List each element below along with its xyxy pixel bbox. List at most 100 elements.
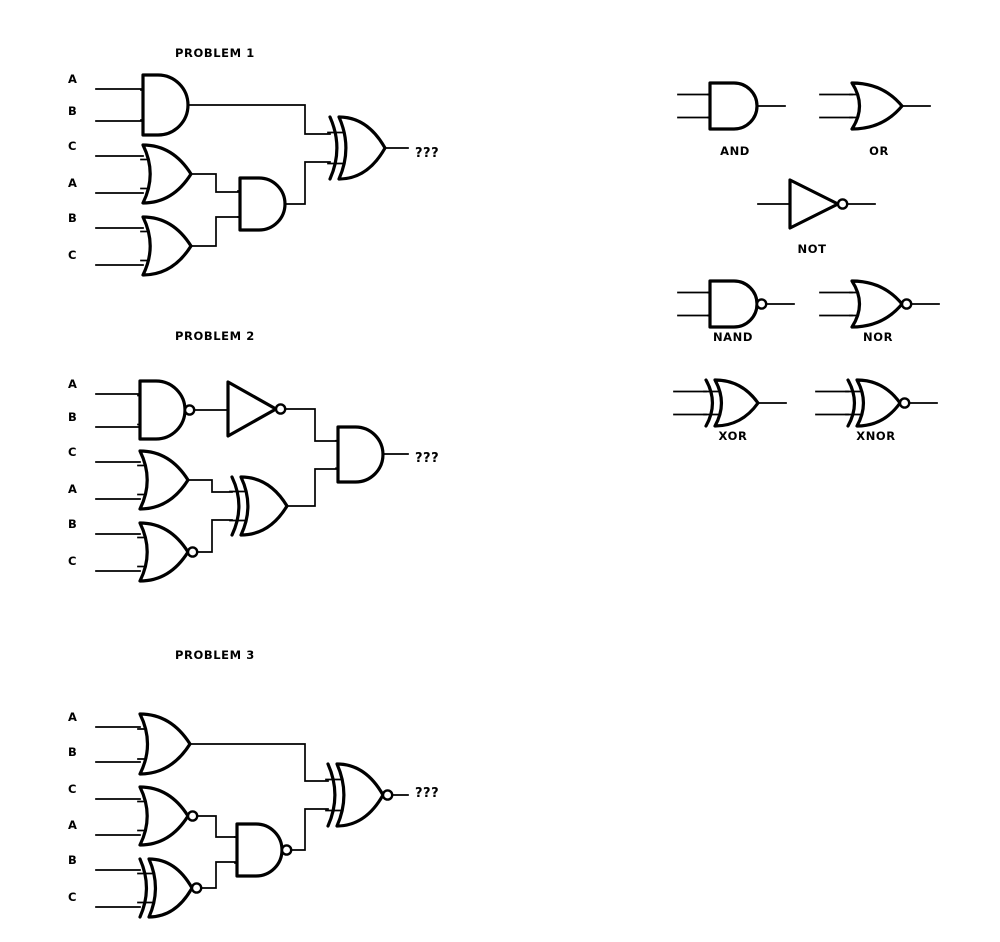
legend-nor [850,279,913,329]
problem-3-wire-nand-to-xnor [291,808,329,851]
problem-1-wire-and-ab-to-xor [187,104,331,135]
problem-3-wire-nor-ca-to-nand [196,815,238,838]
gate-and-mid [237,176,287,232]
gate-and-ab [140,73,190,137]
problem-3-input-label-3: A [68,818,77,832]
gate-nand-mid-body [235,822,284,878]
gate-nor-bc-body [138,521,190,583]
legend-xnor [846,378,911,428]
legend-or-label: OR [869,144,889,158]
problem-1-input-label-2: C [68,139,76,153]
problem-2-input-label-2: C [68,445,76,459]
gate-nor-ca-body [138,785,190,847]
problem-2-input-label-1: B [68,410,77,424]
legend-xnor-invert-bubble [898,397,911,409]
gate-xnor-out-invert-bubble [381,789,394,801]
problem-3-input-label-0: A [68,710,77,724]
gate-not-mid [226,380,287,438]
legend-nor-invert-bubble [900,298,913,310]
gate-nor-ca-invert-bubble [186,810,199,822]
gate-xnor-bc-body [147,857,194,919]
problem-3-input-label-4: B [68,853,77,867]
gate-nand-ab-body [138,379,187,441]
problem-2-wire-or-ca-to-xor [187,479,233,493]
problem-3-input-label-1: B [68,745,77,759]
legend-nand [707,279,768,329]
gate-and-ab-body [141,73,190,137]
gate-or-bc-body [141,215,193,277]
gate-xnor-bc [138,857,203,919]
legend-not-label: NOT [797,242,826,256]
gate-or-ca [141,143,193,205]
gate-or-ca-body [138,449,190,511]
problem-2-input-label-3: A [68,482,77,496]
legend-not-invert-bubble [836,198,849,210]
gate-nand-mid-invert-bubble [280,844,293,856]
problem-2-output-label: ??? [415,451,439,466]
gate-nand-ab [137,379,196,441]
problem-3-title: PROBLEM 3 [175,648,255,662]
problem-3-output-label: ??? [415,786,439,801]
problem-2-wire-nor-to-xor [196,519,233,553]
problem-1-wire-or-bc-to-and [190,216,241,247]
problem-2-input-label-4: B [68,517,77,531]
gate-xor-out [328,115,387,181]
gate-or-ca [138,449,190,511]
legend-xnor-xor-arc [846,378,857,428]
problem-1-title: PROBLEM 1 [175,46,255,60]
problem-2: PROBLEM 2 A B C A B C??? [68,329,439,583]
legend-xnor-body [855,378,902,428]
legend-and [707,81,759,131]
gate-xor-out-xor-arc [328,115,339,181]
gate-or-ca-body [141,143,193,205]
problem-3-input-label-5: C [68,890,76,904]
problem-1-wire-and-mid-to-xor [284,161,331,205]
problem-1-input-label-1: B [68,104,77,118]
gate-nor-bc [138,521,199,583]
legend-xor [704,378,760,428]
problem-1-input-label-3: A [68,176,77,190]
gate-not-mid-body [226,380,278,438]
problem-3-wire-xnor-bc-to-nand [200,861,238,889]
legend-not-body [788,178,840,230]
legend-or-body [850,81,904,131]
gate-xor-mid-body [239,475,289,537]
gate-xnor-out-body [335,762,385,828]
problem-3: PROBLEM 3 A B C A B C??? [68,648,439,919]
gate-xnor-bc-invert-bubble [190,882,203,894]
gate-and-out [335,425,385,484]
gate-nor-ca [138,785,199,847]
legend-nand-invert-bubble [755,298,768,310]
gate-nand-mid [234,822,293,878]
problem-1-output-label: ??? [415,146,439,161]
problem-2-input-label-0: A [68,377,77,391]
gate-not-mid-invert-bubble [274,403,287,415]
gate-xnor-out-xor-arc [326,762,337,828]
legend-nor-label: NOR [863,330,893,344]
legend-xor-xor-arc [704,378,715,428]
problem-1-input-label-0: A [68,72,77,86]
problem-1-wire-or-ca-to-and [190,173,241,193]
problem-1-input-label-5: C [68,248,76,262]
legend-xnor-label: XNOR [856,429,896,443]
legend-nor-body [850,279,904,329]
problem-3-input-label-2: C [68,782,76,796]
legend-xor-body [713,378,760,428]
gate-and-out-body [336,425,385,484]
problem-2-input-label-5: C [68,554,76,568]
gate-xor-mid-xor-arc [230,475,241,537]
problem-3-wire-or-ab-to-xnor [189,743,329,782]
gate-xor-out-body [337,115,387,181]
gate-or-bc [141,215,193,277]
legend-and-label: AND [720,144,750,158]
gate-or-ab-body [138,712,192,776]
gate-nor-bc-invert-bubble [186,546,199,558]
gate-xor-mid [230,475,289,537]
gate-xnor-bc-xor-arc [138,857,149,919]
legend-nand-label: NAND [713,330,753,344]
legend-and-body [708,81,759,131]
problem-2-title: PROBLEM 2 [175,329,255,343]
